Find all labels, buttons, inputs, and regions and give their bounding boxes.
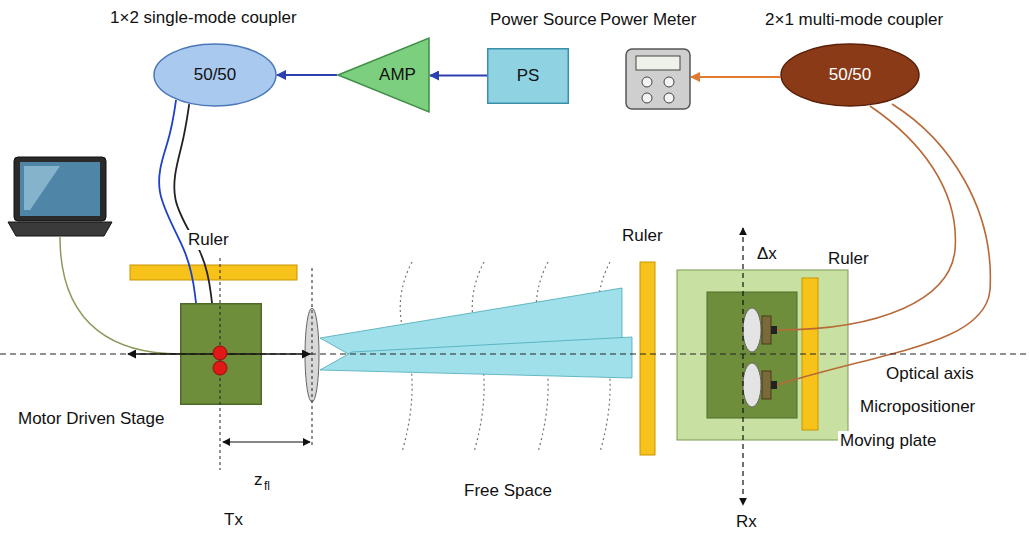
- multimode-fiber: [777, 104, 990, 385]
- node-label: 50/50: [829, 65, 872, 85]
- source-box: Power SourcePS: [487, 48, 569, 104]
- stage-label: Micropositioner: [858, 397, 977, 417]
- displacement-arrow: [742, 228, 743, 505]
- fiber-tip: [213, 361, 227, 375]
- reference-line: [220, 258, 221, 470]
- usb-cable: [60, 237, 180, 354]
- fiber-link: [159, 100, 196, 303]
- reference-line: [312, 268, 313, 446]
- displacement-label: Δx: [755, 244, 779, 264]
- collimating-lens: [305, 308, 319, 402]
- ruler-bar: [802, 278, 818, 430]
- node-label: 50/50: [194, 65, 237, 85]
- laptop-icon: [8, 157, 112, 236]
- region-label: Free Space: [462, 481, 554, 501]
- fiber-tip: [213, 346, 227, 360]
- receiver-lens: [743, 308, 777, 407]
- plate-label: Moving plate: [838, 431, 938, 451]
- travel-arrow: [128, 353, 310, 355]
- coupler-ellipse: 2×1 multi-mode coupler50/50: [780, 43, 920, 107]
- receiver-label: Rx: [734, 512, 759, 532]
- moving-plate: [707, 292, 797, 418]
- node-heading: Power Meter: [600, 10, 696, 30]
- distance-arrow: [223, 441, 310, 442]
- coupler-ellipse: 1×2 single-mode coupler50/50: [153, 43, 277, 107]
- transmitter-label: Tx: [222, 510, 245, 530]
- motor-stage: Motor Driven Stage: [180, 303, 262, 405]
- node-heading: Power Source: [490, 10, 597, 30]
- optical-axis: [0, 354, 1029, 355]
- signal-arrow: [277, 74, 337, 76]
- signal-arrow: [430, 75, 487, 77]
- ruler-bar: [130, 265, 297, 280]
- node-heading: 2×1 multi-mode coupler: [765, 10, 943, 30]
- node-label: PS: [517, 66, 540, 86]
- power-meter-outline: [625, 48, 691, 110]
- ruler-label: Ruler: [826, 249, 871, 269]
- node-heading: 1×2 single-mode coupler: [110, 8, 297, 28]
- ruler-bar: [640, 262, 655, 455]
- node-label: AMP: [379, 65, 416, 85]
- axis-label: Optical axis: [884, 364, 976, 384]
- motor-stage-outline: [180, 303, 262, 405]
- ruler-label: Ruler: [186, 230, 231, 250]
- fiber-link: [174, 104, 212, 303]
- ruler-label: Ruler: [620, 226, 665, 246]
- subscript-label: fl: [262, 480, 272, 494]
- micropositioner-plate: [677, 270, 848, 440]
- node-heading: Motor Driven Stage: [18, 409, 164, 429]
- light-beam: [320, 337, 632, 378]
- amplifier-triangle: AMP: [337, 37, 430, 113]
- distance-label: z: [252, 470, 265, 490]
- signal-arrow: [691, 76, 780, 78]
- power-meter: Power Meter: [625, 48, 691, 110]
